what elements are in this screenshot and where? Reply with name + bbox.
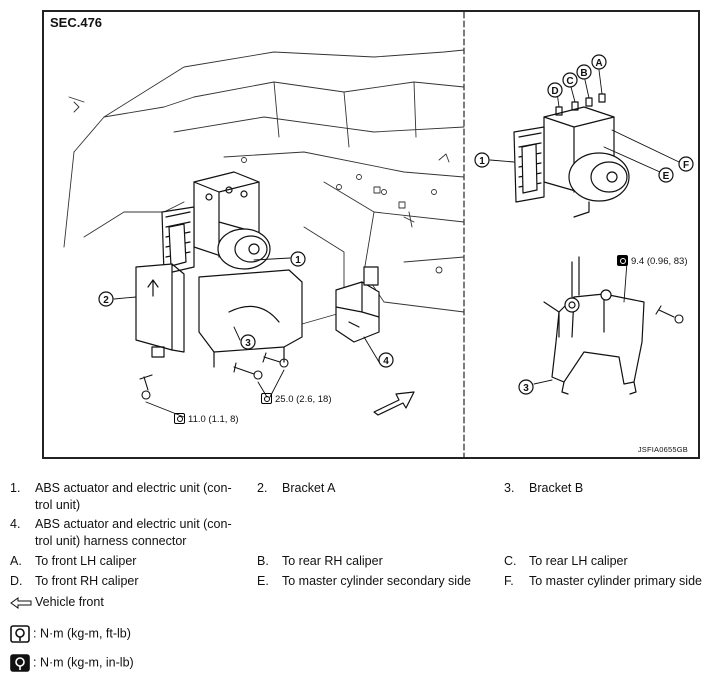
legend-text: ABS actuator and electric unit (con-trol… xyxy=(35,517,232,548)
vehicle-front-arrow xyxy=(373,391,415,416)
bracket-b-left xyxy=(198,269,303,368)
callout-a xyxy=(591,54,607,70)
legend-num: E. xyxy=(257,574,269,588)
legend-num: 4. xyxy=(10,517,21,531)
legend-text: To rear LH caliper xyxy=(529,554,628,568)
callouts-right xyxy=(474,54,694,395)
bracket-a-left xyxy=(135,263,185,358)
callout-text-d: D xyxy=(551,86,558,97)
callouts-left xyxy=(98,251,394,368)
leader-lines-right xyxy=(489,69,680,385)
legend-text: To master cylinder secondary side xyxy=(282,574,471,588)
abs-actuator-left xyxy=(161,171,271,275)
callout-f xyxy=(678,156,694,172)
torque-label-bracket: 25.0 (2.6, 18) xyxy=(261,393,332,405)
torque-wrench-icon xyxy=(261,393,272,404)
section-label: SEC.476 xyxy=(50,15,103,30)
legend-num: A. xyxy=(10,554,22,568)
legend-text: Bracket A xyxy=(282,481,336,495)
callout-text-a: A xyxy=(595,58,602,69)
legend-text: To front RH caliper xyxy=(35,574,139,588)
legend-num: B. xyxy=(257,554,269,568)
callout-d xyxy=(547,82,563,98)
torque-label-right: 9.4 (0.96, 83) xyxy=(617,255,688,267)
harness-connector xyxy=(335,266,380,343)
callout-text-c: C xyxy=(566,76,573,87)
callout-text-3: 3 xyxy=(245,338,251,349)
legend-num: 2. xyxy=(257,481,268,495)
torque-value-right: 9.4 (0.96, 83) xyxy=(631,256,688,267)
exploded-diagram: 1 2 3 4 xyxy=(42,10,700,459)
callout-2-left xyxy=(98,291,114,307)
callout-3-left xyxy=(240,334,256,350)
callout-text-r3: 3 xyxy=(523,383,529,394)
legend-torque-inlb: : N·m (kg-m, in-lb) xyxy=(10,654,134,672)
bracket-b-right xyxy=(543,256,645,395)
diagram-drawing: 1 2 3 4 xyxy=(63,12,694,457)
legend-text: To rear RH caliper xyxy=(282,554,383,568)
legend-text: To master cylinder primary side xyxy=(529,574,702,588)
callout-text-2: 2 xyxy=(103,295,109,306)
vehicle-front-text: Vehicle front xyxy=(35,595,104,609)
callout-text-e: E xyxy=(663,171,670,182)
abs-actuator-right xyxy=(513,93,630,218)
torque-wrench-icon xyxy=(10,625,30,643)
callout-4-left xyxy=(378,352,394,368)
callout-3-right xyxy=(518,379,534,395)
bolts-left xyxy=(139,352,289,400)
torque-inlb-text: : N·m (kg-m, in-lb) xyxy=(33,655,134,670)
torque-wrench-dark-icon xyxy=(617,255,628,266)
legend-vehicle-front: Vehicle front xyxy=(10,595,104,609)
torque-wrench-dark-icon xyxy=(10,654,30,672)
callout-text-b: B xyxy=(580,68,587,79)
callout-1-left xyxy=(290,251,306,267)
torque-value-main: 11.0 (1.1, 8) xyxy=(188,414,239,425)
vehicle-front-icon xyxy=(10,596,32,609)
legend-torque-ftlb: : N·m (kg-m, ft-lb) xyxy=(10,625,131,643)
legend-text: ABS actuator and electric unit (con-trol… xyxy=(35,481,232,512)
callout-text-1: 1 xyxy=(295,255,301,266)
callout-e xyxy=(658,167,674,183)
torque-wrench-icon xyxy=(174,413,185,424)
legend-num: F. xyxy=(504,574,514,588)
figure-code: JSFIA0655GB xyxy=(637,445,688,454)
callout-text-4: 4 xyxy=(383,356,389,367)
torque-value-bracket: 25.0 (2.6, 18) xyxy=(275,394,332,405)
legend-num: 1. xyxy=(10,481,21,495)
bolt-right xyxy=(655,305,684,324)
callout-c xyxy=(562,72,578,88)
leader-lines-left xyxy=(113,257,380,418)
torque-label-main: 11.0 (1.1, 8) xyxy=(174,413,239,425)
callout-text-f: F xyxy=(683,160,689,171)
callout-b xyxy=(576,64,592,80)
callout-text-r1: 1 xyxy=(479,156,485,167)
legend-text: To front LH caliper xyxy=(35,554,137,568)
torque-ftlb-text: : N·m (kg-m, ft-lb) xyxy=(33,626,131,641)
legend-num: D. xyxy=(10,574,23,588)
legend-num: C. xyxy=(504,554,517,568)
legend-text: Bracket B xyxy=(529,481,584,495)
callout-1-right xyxy=(474,152,490,168)
legend-num: 3. xyxy=(504,481,515,495)
